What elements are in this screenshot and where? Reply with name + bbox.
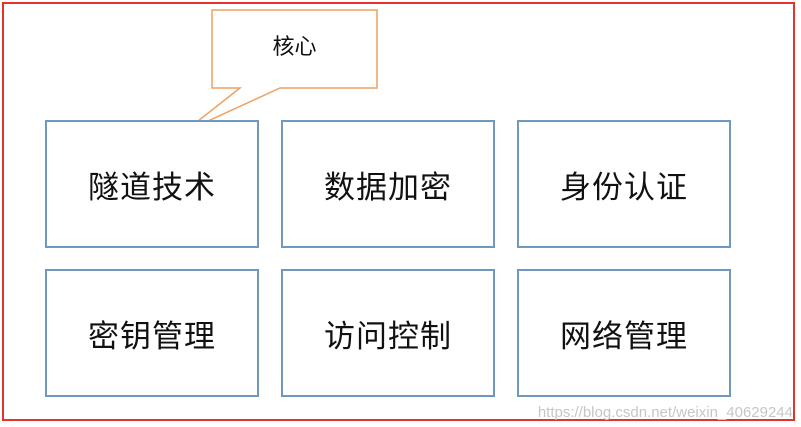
module-box-authentication: 身份认证 — [517, 120, 731, 248]
module-box-tunnel: 隧道技术 — [45, 120, 259, 248]
callout-label: 核心 — [272, 35, 317, 60]
module-box-access-control: 访问控制 — [281, 269, 495, 397]
diagram-frame — [2, 2, 795, 421]
module-box-key-management: 密钥管理 — [45, 269, 259, 397]
module-box-network-management: 网络管理 — [517, 269, 731, 397]
module-box-encryption: 数据加密 — [281, 120, 495, 248]
watermark-text: https://blog.csdn.net/weixin_40629244 — [537, 404, 793, 421]
